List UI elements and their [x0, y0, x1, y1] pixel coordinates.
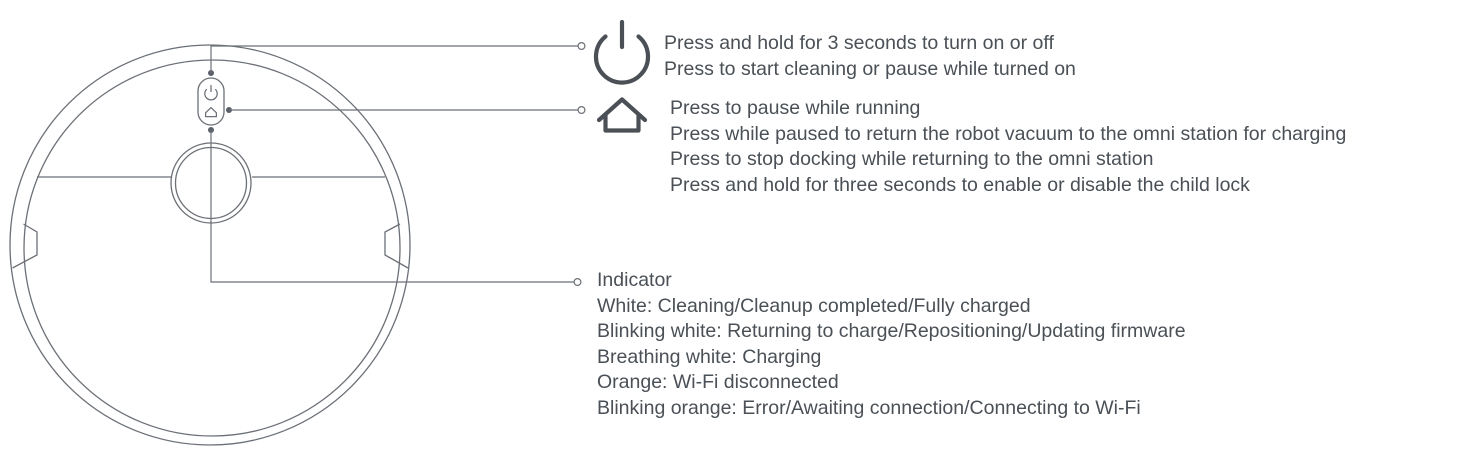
callout-line: Press and hold for three seconds to enab…: [670, 173, 1250, 196]
leader-endpoint-home: [577, 105, 586, 114]
leader-lines: [208, 41, 586, 287]
vacuum-outer-shell: [9, 44, 411, 446]
callout-line: Blinking orange: Error/Awaiting connecti…: [597, 396, 1141, 419]
bumper-gap-left: [12, 223, 38, 269]
leader-path-power: [210, 45, 578, 73]
callout-power-icon: [593, 19, 651, 85]
callout-line: Press while paused to return the robot v…: [670, 122, 1347, 145]
callout-line: White: Cleaning/Cleanup completed/Fully …: [597, 294, 1031, 317]
callout-line: Blinking white: Returning to charge/Repo…: [597, 320, 1186, 342]
callout-home-icon: [596, 97, 648, 133]
leader-path-indicator: [210, 130, 574, 283]
callout-line: Press to pause while running: [670, 97, 921, 119]
callout-text-home: Press to pause while running Press while…: [670, 96, 1346, 198]
callout-text-power: Press and hold for 3 seconds to turn on …: [664, 31, 1076, 82]
callout-line: Press and hold for 3 seconds to turn on …: [664, 32, 1054, 54]
button-panel-capsule: [197, 77, 225, 126]
leader-endpoint-indicator: [573, 278, 582, 287]
callout-line: Breathing white: Charging: [597, 345, 822, 368]
leader-endpoint-power: [577, 41, 586, 50]
robot-vacuum-body: [9, 44, 411, 446]
callout-line: Press to start cleaning or pause while t…: [664, 57, 1076, 80]
callout-line: Press to stop docking while returning to…: [670, 148, 1154, 170]
callout-line: Orange: Wi-Fi disconnected: [597, 371, 839, 393]
callout-text-indicator: Indicator White: Cleaning/Cleanup comple…: [597, 268, 1186, 421]
bumper-gap-right: [384, 223, 409, 269]
callout-title: Indicator: [597, 269, 672, 291]
home-icon[interactable]: [204, 106, 218, 118]
power-icon[interactable]: [204, 84, 218, 101]
vacuum-inner-body: [23, 59, 401, 437]
